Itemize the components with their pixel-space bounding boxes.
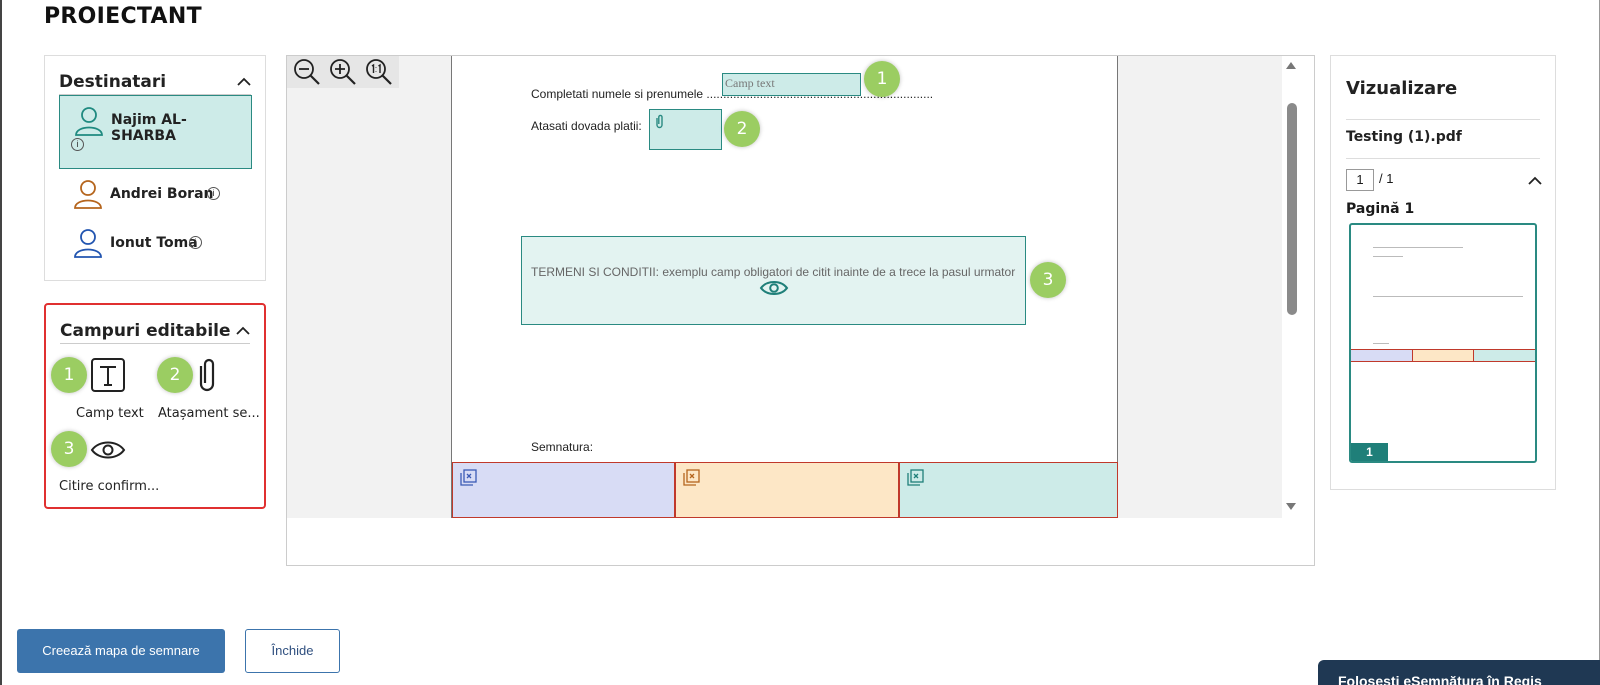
document-viewer[interactable]: Completati numele si prenumele .........… bbox=[286, 55, 1315, 566]
thumb-line bbox=[1373, 343, 1389, 344]
signature-box-1[interactable] bbox=[452, 462, 675, 518]
scroll-up-icon[interactable] bbox=[1285, 60, 1297, 70]
recipient-name: Andrei Boran bbox=[110, 186, 214, 202]
thumb-sig-2 bbox=[1412, 350, 1475, 361]
signature-box-2[interactable] bbox=[675, 462, 899, 518]
zoom-in-icon[interactable] bbox=[328, 57, 358, 87]
recipient-item-ionut[interactable]: Ionut Toma i bbox=[59, 226, 252, 266]
tool-label-citire[interactable]: Citire confirm... bbox=[59, 479, 160, 494]
tool-label-camp-text[interactable]: Camp text bbox=[76, 406, 144, 421]
placed-text-field[interactable]: Camp text bbox=[722, 73, 861, 96]
thumbnail-page-number: 1 bbox=[1351, 443, 1388, 461]
info-icon[interactable]: i bbox=[189, 236, 202, 249]
placed-attachment-field[interactable] bbox=[649, 109, 722, 150]
eye-icon[interactable] bbox=[90, 438, 126, 462]
window-edge-left bbox=[0, 0, 2, 685]
signature-icon bbox=[683, 469, 700, 486]
page-number-input[interactable]: 1 bbox=[1346, 169, 1374, 191]
paperclip-icon[interactable] bbox=[192, 356, 222, 394]
divider bbox=[1346, 119, 1540, 120]
thumb-sig-3 bbox=[1474, 350, 1535, 361]
eye-icon bbox=[759, 281, 789, 295]
create-signing-folder-button[interactable]: Creează mapa de semnare bbox=[17, 629, 225, 673]
recipient-name: Ionut Toma bbox=[110, 235, 198, 251]
scrollbar-thumb[interactable] bbox=[1287, 103, 1297, 315]
chevron-up-icon[interactable] bbox=[1528, 174, 1542, 188]
page-label: Pagină 1 bbox=[1346, 201, 1415, 217]
tool-badge-1: 1 bbox=[51, 357, 87, 393]
editable-fields-title: Campuri editabile bbox=[60, 321, 231, 341]
user-icon bbox=[74, 229, 102, 258]
terms-text: TERMENI SI CONDITII: exemplu camp obliga… bbox=[531, 265, 1016, 279]
recipients-header[interactable]: Destinatari bbox=[59, 72, 251, 95]
doc-line-payment: Atasati dovada platii: bbox=[531, 119, 642, 133]
user-icon bbox=[75, 107, 103, 136]
tool-badge-3: 3 bbox=[51, 431, 87, 467]
user-icon bbox=[74, 180, 102, 209]
doc-signature-label: Semnatura: bbox=[531, 440, 594, 454]
placed-read-confirm-field[interactable]: TERMENI SI CONDITII: exemplu camp obliga… bbox=[521, 236, 1026, 325]
chevron-up-icon[interactable] bbox=[237, 75, 251, 89]
recipients-title: Destinatari bbox=[59, 72, 167, 92]
preview-panel: Vizualizare Testing (1).pdf 1 / 1 Pagină… bbox=[1330, 55, 1556, 490]
zoom-reset-icon[interactable] bbox=[364, 57, 394, 87]
signature-icon bbox=[907, 469, 924, 486]
info-icon[interactable]: i bbox=[71, 138, 84, 151]
editable-fields-panel: Campuri editabile 1 Camp text 2 Atașamen… bbox=[44, 303, 266, 509]
close-button[interactable]: Închide bbox=[245, 629, 340, 673]
recipient-name: Najim AL-SHARBA bbox=[111, 112, 187, 144]
editable-fields-header[interactable]: Campuri editabile bbox=[60, 321, 250, 344]
promo-banner[interactable]: Folosești eSemnătura în Regis bbox=[1318, 660, 1600, 685]
page-thumbnail[interactable]: 1 bbox=[1349, 223, 1537, 463]
thumb-line bbox=[1373, 256, 1403, 257]
recipients-panel: Destinatari Najim AL-SHARBA i Andrei Bor… bbox=[44, 55, 266, 281]
preview-title: Vizualizare bbox=[1346, 78, 1458, 99]
signature-box-3[interactable] bbox=[899, 462, 1118, 518]
text-field-icon[interactable] bbox=[90, 357, 126, 393]
signature-icon bbox=[460, 469, 477, 486]
zoom-out-icon[interactable] bbox=[292, 57, 322, 87]
divider bbox=[1346, 158, 1540, 159]
thumb-line bbox=[1373, 247, 1463, 248]
info-icon[interactable]: i bbox=[207, 187, 220, 200]
thumb-signature-row bbox=[1351, 349, 1535, 362]
document-scrollbar[interactable] bbox=[1282, 56, 1299, 518]
thumb-line bbox=[1373, 296, 1523, 297]
preview-filename: Testing (1).pdf bbox=[1346, 129, 1462, 145]
zoom-toolbar bbox=[287, 56, 399, 88]
chevron-up-icon[interactable] bbox=[236, 324, 250, 338]
placed-field-badge-3: 3 bbox=[1030, 262, 1066, 298]
placed-field-badge-2: 2 bbox=[724, 111, 760, 147]
tool-badge-2: 2 bbox=[157, 357, 193, 393]
page-total: / 1 bbox=[1379, 171, 1394, 186]
viewer-canvas: Completati numele si prenumele .........… bbox=[287, 56, 1299, 518]
scroll-down-icon[interactable] bbox=[1285, 502, 1297, 512]
paperclip-icon bbox=[656, 114, 663, 129]
tool-label-atasament[interactable]: Atașament se... bbox=[158, 406, 260, 421]
page-title: PROIECTANT bbox=[44, 4, 202, 29]
document-page[interactable]: Completati numele si prenumele .........… bbox=[451, 56, 1118, 518]
recipient-item-andrei[interactable]: Andrei Boran i bbox=[59, 177, 252, 217]
thumb-sig-1 bbox=[1351, 350, 1413, 361]
placed-field-badge-1: 1 bbox=[864, 61, 900, 97]
recipient-item-najim[interactable]: Najim AL-SHARBA i bbox=[59, 95, 252, 169]
